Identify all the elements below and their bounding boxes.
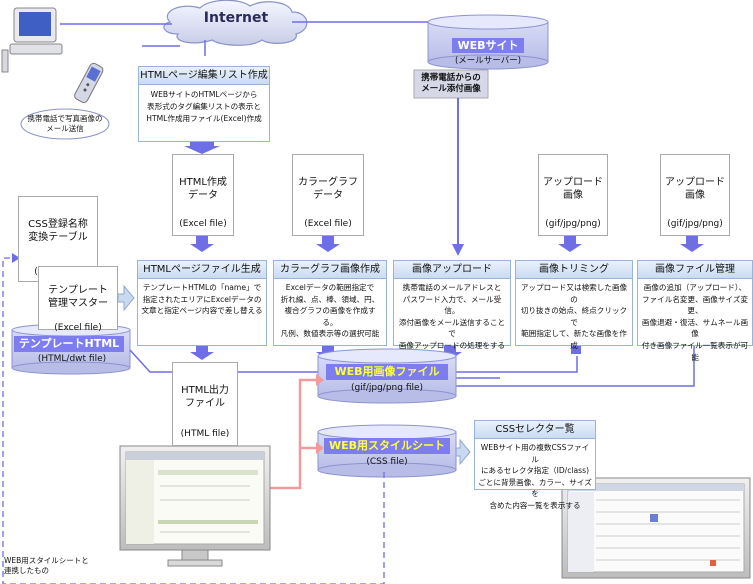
web-site-cylinder <box>427 14 549 70</box>
process-image-trim: 画像トリミング アップロード又は検索した画像の 切り抜きの始点、終点クリックで … <box>515 260 633 350</box>
bottom-note: WEB用スタイルシートと 連携したもの <box>4 556 89 575</box>
doc-html-data-sub: (Excel file) <box>179 219 227 229</box>
doc-upload-image-2: アップロード 画像 (gif/jpg/png) <box>660 154 730 236</box>
doc-template-master: テンプレート 管理マスター (Excel file) <box>38 266 118 333</box>
process-image-manage: 画像ファイル管理 画像の追加（アップロード）、 ファイル名変更、画像サイズ変更、… <box>637 260 753 362</box>
pink-link-arrows <box>270 378 316 490</box>
process-image-trim-title: 画像トリミング <box>516 261 632 279</box>
web-image-sub: (gif/jpg/png file) <box>350 383 424 393</box>
html-preview-monitor <box>119 445 271 567</box>
doc-html-output-sub: (HTML file) <box>180 429 230 439</box>
doc-upload-image-1-sub: (gif/jpg/png) <box>545 219 601 229</box>
computer-icon <box>1 7 63 73</box>
web-site-sub: (メールサーバー) <box>454 56 522 66</box>
template-html-title: テンプレートHTML <box>18 337 120 350</box>
web-style-sub: (CSS file) <box>366 457 408 467</box>
process-color-graph: カラーグラフ画像作成 Excelデータの範囲指定で 折れ線、点、棒、領域、円、 … <box>273 260 387 346</box>
process-image-upload-body: 携帯電話のメールアドレスと パスワード入力で、メール受信。 添付画像をメール送信… <box>398 283 506 350</box>
internet-label: Internet <box>203 10 269 26</box>
web-site-title: WEBサイト <box>457 39 519 52</box>
doc-upload-image-1-title: アップロード 画像 <box>543 177 603 201</box>
process-html-generate-body: テンプレートHTMLの「name」で 指定されたエリアにExcelデータの 文章… <box>141 283 263 316</box>
css-selector-body: WEBサイト用の複数CSSファイル にあるセレクタ指定（ID/class) ごと… <box>478 443 592 510</box>
template-html-sub: (HTML/dwt file) <box>37 354 107 364</box>
internet-cloud-icon <box>163 0 308 46</box>
process-color-graph-title: カラーグラフ画像作成 <box>274 261 386 279</box>
process-image-manage-body: 画像の追加（アップロード）、 ファイル名変更、画像サイズ変更、 画像退避・復活、… <box>641 283 749 362</box>
doc-template-master-title: テンプレート 管理マスター <box>48 285 108 309</box>
list-process-body: WEBサイトのHTMLページから 表形式のタグ編集リストの表示と HTML作成用… <box>146 90 262 123</box>
process-color-graph-body: Excelデータの範囲指定で 折れ線、点、棒、領域、円、 複合グラフの画像を作成… <box>280 283 380 339</box>
doc-upload-image-1: アップロード 画像 (gif/jpg/png) <box>538 154 608 236</box>
process-image-upload-title: 画像アップロード <box>394 261 510 279</box>
process-image-trim-body: アップロード又は検索した画像の 切り抜きの始点、終点クリックで 範囲指定して、新… <box>520 283 628 350</box>
process-html-generate-title: HTMLページファイル生成 <box>138 261 266 279</box>
mail-image-label: 携帯電話からの メール添付画像 <box>421 73 481 94</box>
mail-image-label-box <box>413 69 489 99</box>
dashed-link <box>2 257 385 584</box>
list-process-box: HTMLページ編集リスト作成 WEBサイトのHTMLページから 表形式のタグ編集… <box>138 66 270 142</box>
doc-color-data-title: カラーグラフ データ <box>298 177 358 201</box>
web-style-title: WEB用スタイルシート <box>328 439 446 452</box>
css-selector-title: CSSセレクター覧 <box>475 421 595 439</box>
doc-color-data-sub: (Excel file) <box>304 219 352 229</box>
doc-html-output-title: HTML出力 ファイル <box>181 385 229 409</box>
process-html-generate: HTMLページファイル生成 テンプレートHTMLの「name」で 指定されたエリ… <box>137 260 267 346</box>
doc-upload-image-2-sub: (gif/jpg/png) <box>667 219 723 229</box>
doc-css-table-title: CSS登録名称 変換テーブル <box>28 219 88 243</box>
mobile-phone-icon <box>74 62 104 103</box>
doc-template-master-sub: (Excel file) <box>54 323 102 333</box>
doc-color-data: カラーグラフ データ (Excel file) <box>292 154 364 236</box>
doc-html-output: HTML出力 ファイル (HTML file) <box>172 362 238 446</box>
web-image-cylinder <box>317 348 457 404</box>
user-note-bubble <box>20 108 110 140</box>
doc-upload-image-2-title: アップロード 画像 <box>665 177 725 201</box>
web-image-title: WEB用画像ファイル <box>334 365 440 378</box>
css-selector-box: CSSセレクター覧 WEBサイト用の複数CSSファイル にあるセレクタ指定（ID… <box>474 420 596 510</box>
process-image-upload: 画像アップロード 携帯電話のメールアドレスと パスワード入力で、メール受信。 添… <box>393 260 511 350</box>
doc-html-data: HTML作成 データ (Excel file) <box>172 154 234 236</box>
doc-html-data-title: HTML作成 データ <box>179 177 227 201</box>
process-image-manage-title: 画像ファイル管理 <box>638 261 752 279</box>
list-process-title: HTMLページ編集リスト作成 <box>139 67 269 85</box>
css-list-monitor <box>561 477 751 579</box>
user-note: 携帯電話で写真画像の メール送信 <box>27 114 103 133</box>
